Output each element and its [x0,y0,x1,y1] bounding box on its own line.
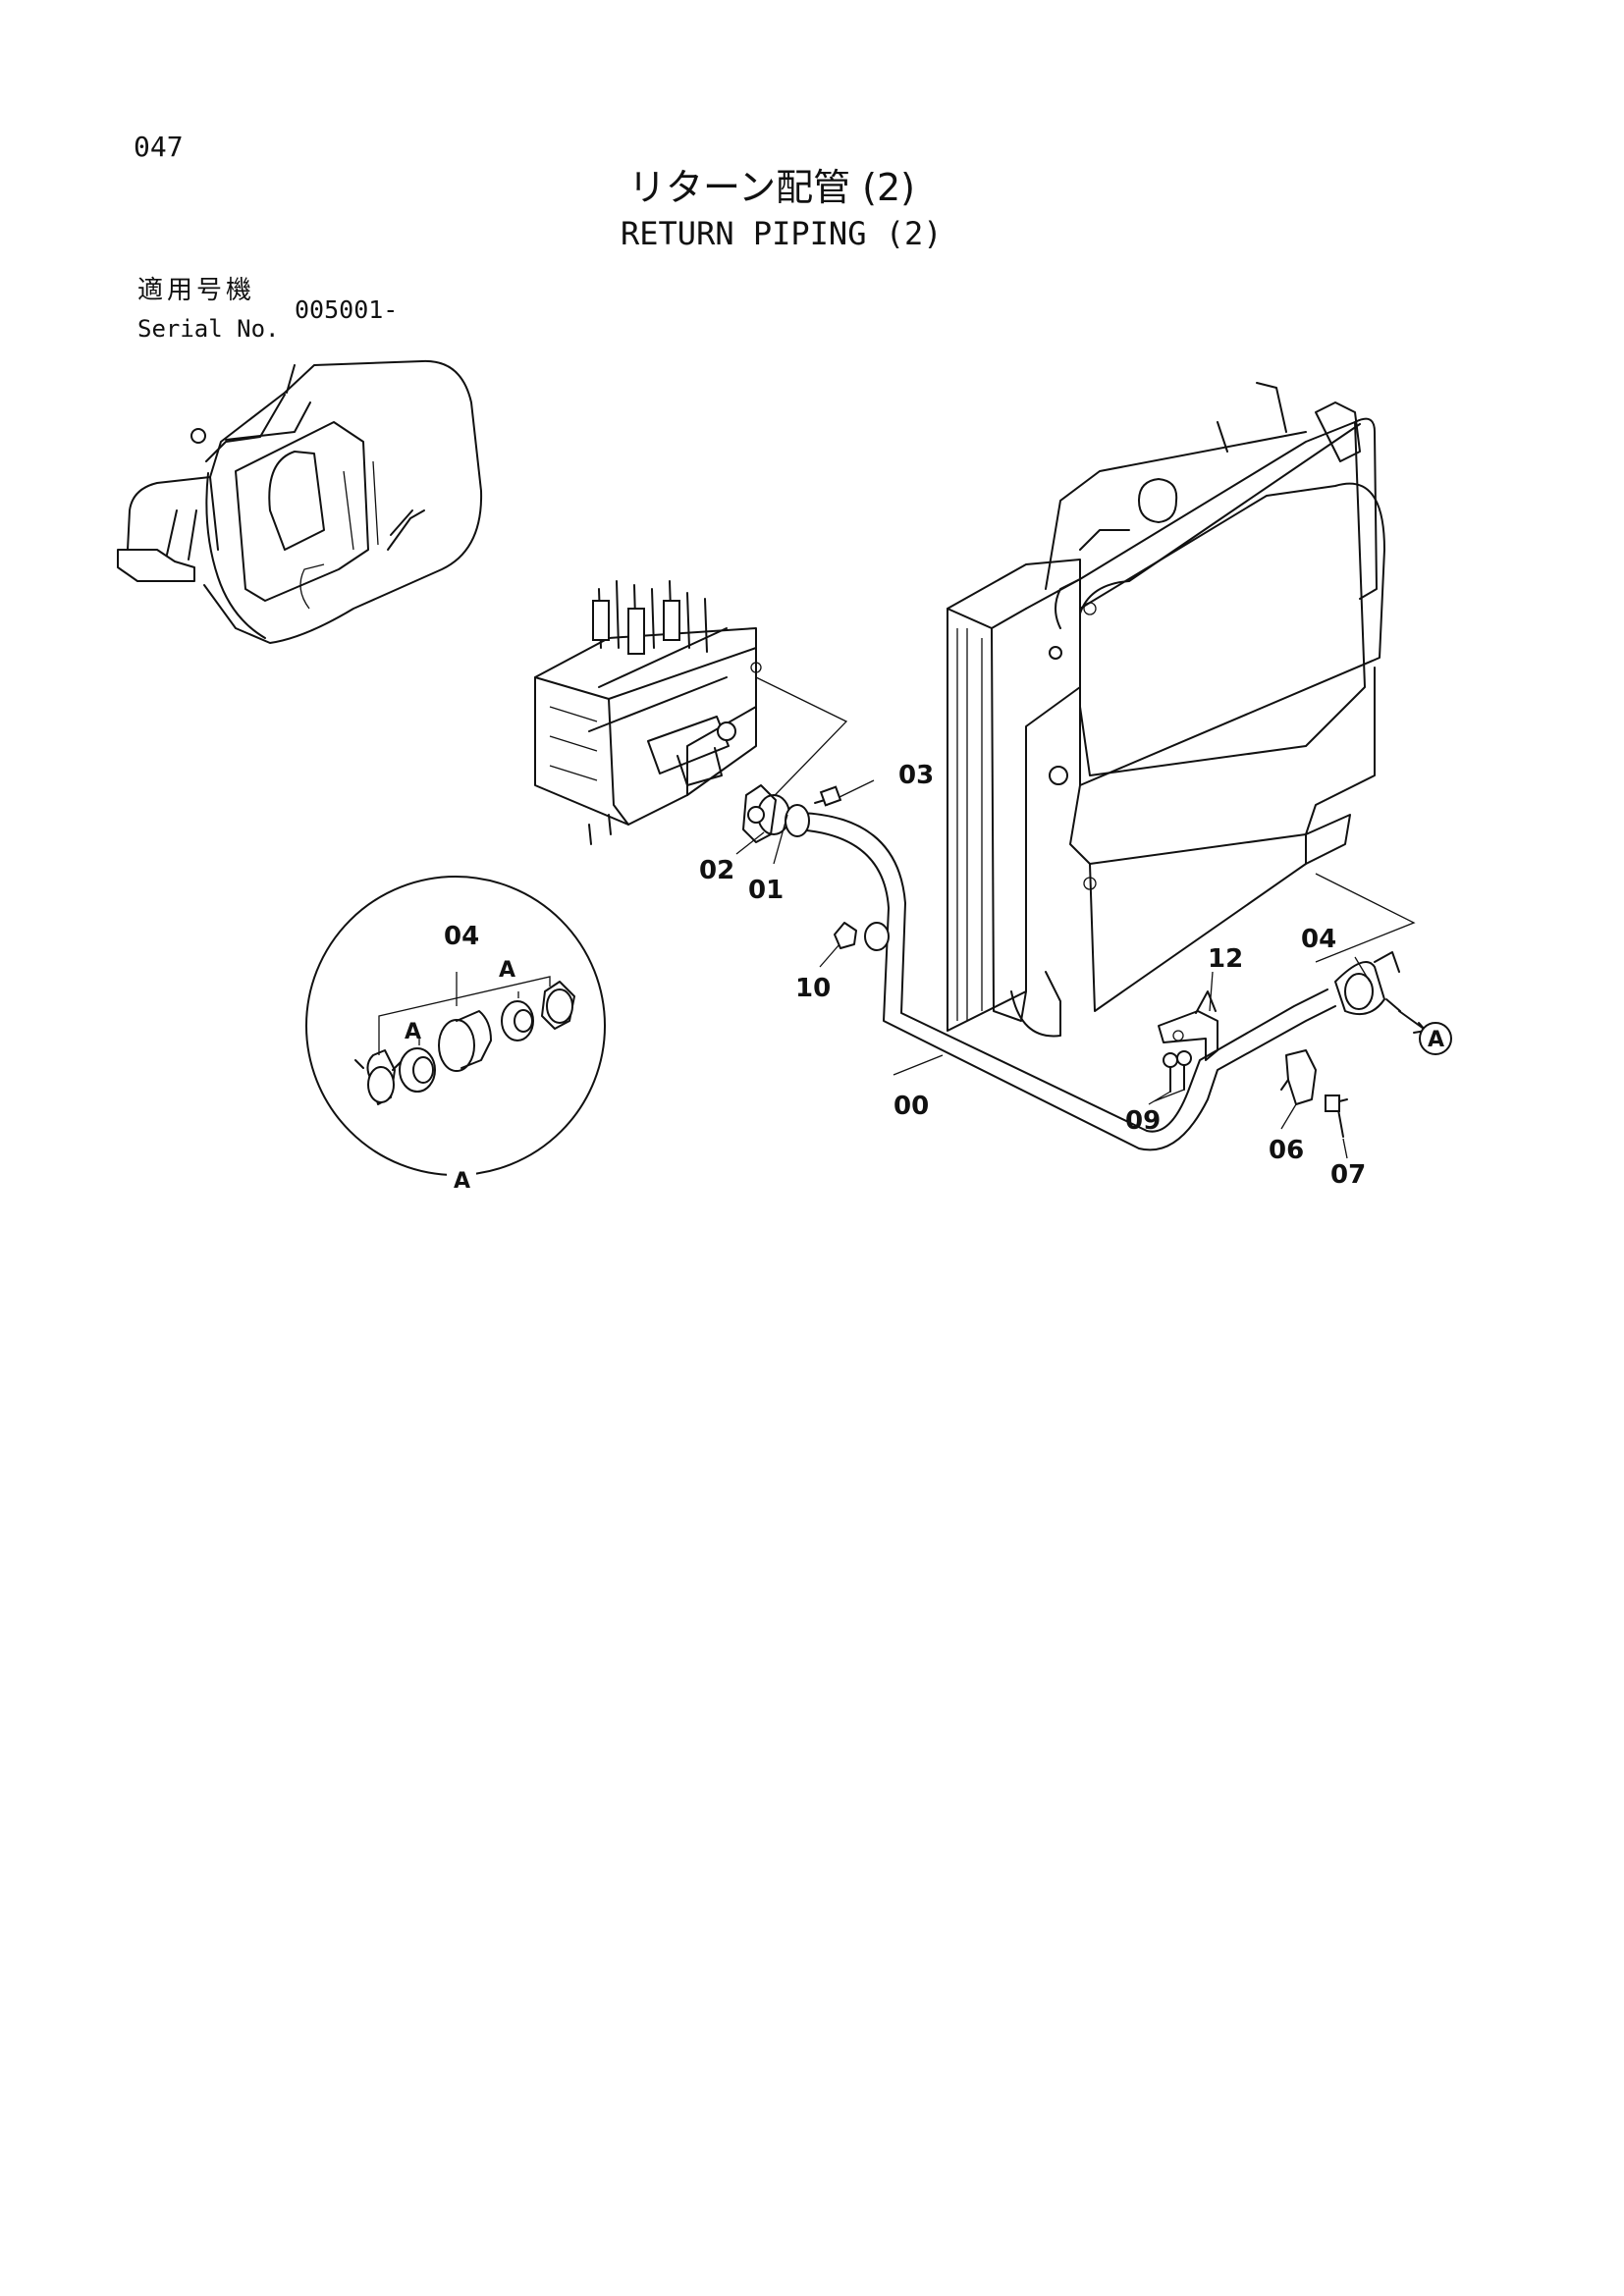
serial-number-value: 005001- [295,295,399,324]
return-hose-drawing [742,784,1401,1151]
callout-00: 00 [893,1092,929,1121]
detail-a-drawing [305,876,606,1176]
serial-label-english: Serial No. [137,315,280,343]
detail-a-callout-right: A [499,958,515,983]
reference-circle-a [1419,1022,1452,1055]
callout-12: 12 [1208,944,1243,974]
bracket-and-clamp-drawing [1158,990,1348,1138]
callout-06: 06 [1269,1136,1304,1165]
callout-03: 03 [898,761,934,790]
leader-lines [735,779,1427,1159]
callout-04-detail: 04 [444,922,479,951]
detail-a-callout-left: A [405,1020,421,1044]
callout-04-main: 04 [1301,925,1336,954]
detail-label-mask [447,1160,476,1190]
callout-01: 01 [748,876,784,905]
control-valve-drawing [534,580,848,845]
excavator-locator-drawing [117,359,483,644]
title-japanese: リターン配管 (2) [628,166,916,209]
reference-circle-a-label: A [1428,1028,1444,1052]
page-number: 047 [134,131,184,163]
serial-label-japanese: 適用号機 [137,276,256,305]
detail-a-label: A [454,1169,470,1194]
callout-07: 07 [1330,1160,1366,1190]
title-english: RETURN PIPING (2) [621,215,943,252]
callout-02: 02 [699,856,734,885]
callout-09: 09 [1125,1106,1161,1136]
radiator-assembly-drawing [947,382,1416,1038]
callout-10: 10 [795,974,831,1003]
